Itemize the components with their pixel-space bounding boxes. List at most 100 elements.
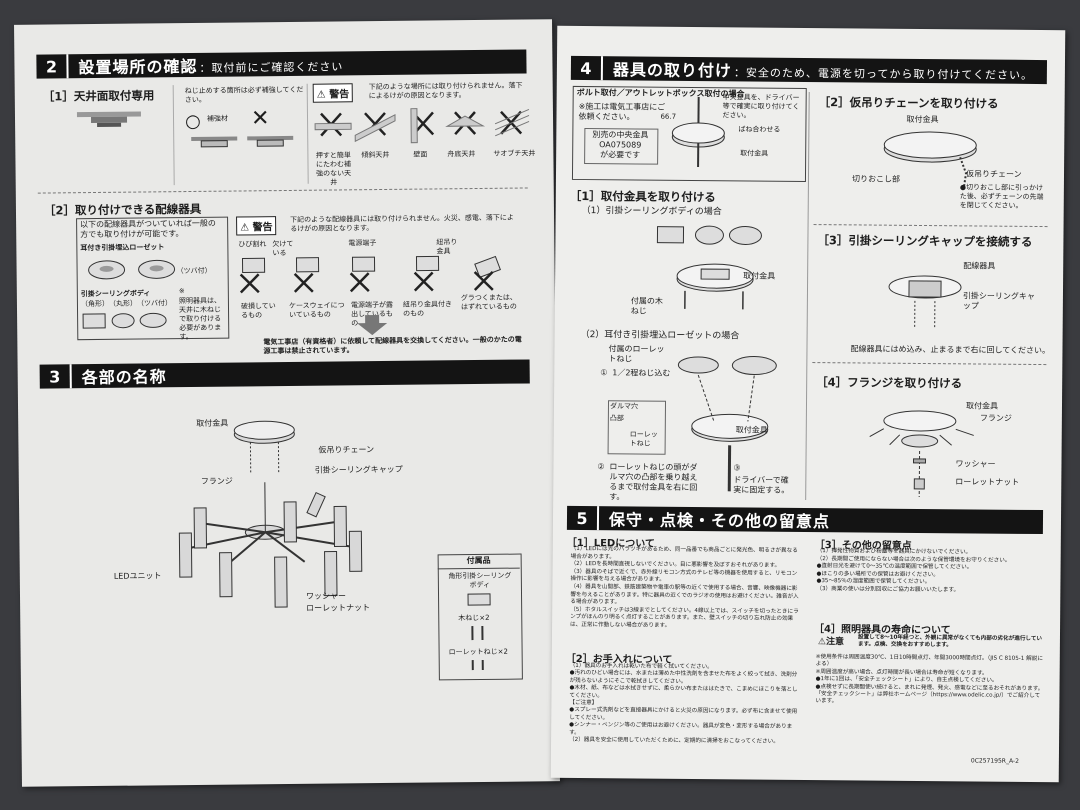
lifespan-notes: ※使用条件は周囲温度30℃、1日10時間点灯、年間3000時間点灯。（JIS C… [815, 654, 1043, 708]
step-1-text: 1／2程ねじ込む [612, 368, 671, 378]
bad-wiring-label: グラつくまたは、はずれているもの [460, 293, 517, 312]
screw-icon [471, 625, 484, 641]
care-notes: （1）器具のお手入れは乾いた布で軽く拭いてください。 ●汚れのひどい場合には、水… [569, 663, 802, 746]
washer-label: ワッシャー [955, 459, 996, 469]
section-divider [813, 224, 1048, 228]
shape-label: （角形） [80, 299, 109, 309]
care-note: （2）器具を安全に使用していただくために、定期的に清掃をおこなってください。 [569, 736, 779, 745]
step-4-heading: ［4］フランジを取り付ける [816, 375, 963, 391]
mount-label: 取付金具 [735, 425, 768, 435]
chain-hook-diagram [883, 131, 977, 188]
center-bracket-diagram [671, 97, 725, 168]
bad-wiring-diagram [239, 255, 501, 294]
part-label-chain: 仮吊りチェーン [318, 445, 375, 455]
warning-text: 下記のような場所には取り付けられません。落下によるけがの原因となります。 [368, 81, 523, 101]
warning-badge: ⚠ 警告 [236, 216, 277, 236]
ok-mark: ○ [184, 110, 201, 133]
flange-label: フランジ [979, 413, 1012, 423]
knurl-screw-label: ローレットねじ [629, 430, 658, 448]
step-1-sub2: （2）耳付き引掛埋込ローゼットの場合 [580, 330, 740, 342]
section-5-bar: 5 保守・点検・その他の留意点 [566, 505, 1044, 535]
rosette-diagram [88, 259, 176, 280]
step-3-text: ドライバーで確実に固定する。 [733, 475, 790, 495]
part-label-mount: 取付金具 [196, 418, 229, 428]
reinforce-diagram [191, 135, 294, 148]
step-1-sub1: （1）引掛シーリングボディの場合 [581, 206, 722, 218]
cap-connect-diagram [888, 275, 962, 328]
section-title: 器具の取り付け：安全のため、電源を切ってから取り付けてください。 [612, 60, 1034, 82]
rosette-mount-diagram [677, 356, 777, 492]
body-icon [467, 593, 491, 606]
ceiling-body-mount-diagram [656, 225, 762, 310]
step-2-text: ローレットねじの頭がダルマ穴の凸部を乗り越えるまで取付金具を右に回す。 [609, 462, 698, 502]
left-sheet: 2 設置場所の確認：取付前にご確認ください ［1］天井面取付専用 ねじ止めする箇… [14, 19, 560, 787]
bad-wiring-label: ケースウェイについているもの [288, 301, 345, 319]
document-code: 0C257195R_A-2 [970, 757, 1019, 765]
part-label-led: LEDユニット [113, 571, 162, 581]
screw-note: 照明器具は、天井に木ねじで取り付ける必要があります。 [178, 296, 222, 342]
step-2-marker: ② [597, 462, 605, 472]
allowed-wiring-text: 以下の配線器具がついていれば一般の方でも取り付けが可能です。 [80, 218, 216, 240]
bad-wiring-label: 紐吊り金具付きのもの [402, 300, 453, 318]
other-note: （3）商業の使いは分別回収にご協力お願いいたします。 [816, 586, 960, 594]
accessory-item: 木ねじ×2 [458, 613, 490, 623]
divider [306, 83, 309, 184]
section-number: 2 [36, 54, 69, 79]
sold-part-number: OA075089 [599, 140, 642, 150]
divider [172, 85, 175, 186]
led-note: （4）器具を山間部、鉄筋建築物や電車の駅等の近くで使用する場合、音響、映像機器に… [570, 583, 799, 606]
part-label-washer: ワッシャー [305, 591, 347, 601]
reinforce-label: 補強材 [206, 114, 229, 123]
step-3-heading: ［3］引掛シーリングキャップを接続する [817, 233, 1033, 249]
bad-location-label: 舟底天井 [447, 150, 476, 159]
rosette-label: 耳付き引掛埋込ローゼット [80, 243, 165, 253]
cap-note: 配線器具にはめ込み、止まるまで右に回してください。 [850, 344, 1051, 356]
ng-mark: ✕ [250, 106, 270, 132]
tsuba-label: （ツバ付） [176, 266, 212, 276]
step-1-heading: ［1］取付金具を取り付ける [569, 188, 716, 205]
notch-label: 切りおこし部 [851, 174, 901, 184]
section-divider [812, 362, 1047, 366]
step-3-marker: ③ [733, 463, 741, 473]
ceiling-body-diagram [82, 312, 167, 329]
bolt-note: ※施工は電気工事店にご依頼ください。 [578, 101, 666, 122]
wiring-heading: ［2］取り付けできる配線器具 [43, 201, 202, 218]
knurl-screw-icon [471, 659, 484, 671]
accessory-item: 角形引掛シーリングボディ [448, 571, 512, 590]
bracket-caption: 取付金具 [740, 149, 769, 158]
bad-location-label: サオブチ天井 [493, 149, 536, 158]
bad-location-label: 押すと簡単にたわむ補強のない天井 [315, 151, 352, 187]
flange-diagram [869, 410, 974, 497]
part-label-cap: 引掛シーリングキャップ [314, 464, 403, 475]
section-title: 保守・点検・その他の留意点 [608, 510, 831, 532]
bad-locations-diagram [314, 108, 530, 144]
bad-wiring-label: 破損しているもの [240, 302, 276, 320]
caution-badge: ⚠注意 [817, 637, 845, 648]
mount-label: 取付金具 [906, 114, 939, 125]
section-number: 3 [39, 364, 72, 389]
shape-label: （ツバ付） [136, 299, 172, 308]
sold-part-label: 別売の中央金具 [592, 130, 649, 140]
diagram-label: ひび割れ [238, 240, 267, 249]
bad-location-label: 壁面 [413, 150, 428, 159]
step-1-marker: ① [600, 368, 608, 378]
arrow-down-icon [357, 315, 388, 336]
section-divider [37, 187, 528, 194]
chain-note: ●切りおこし部に引っかけた後、必ずチェーンの先端を閉じてください。 [959, 183, 1044, 210]
accessory-item: ローレットねじ×2 [448, 647, 508, 657]
part-label-nut: ローレットナット [306, 603, 371, 613]
bracket-caption: ばね合わせる [738, 125, 781, 134]
reinforce-note: ねじ止めする箇所は必ず補強してください。 [184, 85, 304, 105]
bad-location-label: 傾斜天井 [361, 150, 390, 160]
other-notes: （1）揮発性物質および粉塵等を器具にかけないでください。 （2）長期間ご使用にな… [816, 548, 1044, 596]
section-2-bar: 2 設置場所の確認：取付前にご確認ください [36, 49, 527, 79]
knurl-label: 付属のローレットねじ [608, 344, 665, 364]
wood-screw-label: 付属の木ねじ [630, 296, 663, 316]
convex-label: 凸部 [609, 414, 624, 423]
nut-label: ローレットナット [955, 477, 1020, 487]
section-title: 設置場所の確認：取付前にご確認ください [78, 56, 344, 78]
lifespan-lead: 設置して8～10年経つと、外観に異常がなくても内部の劣化が進行しています。点検、… [857, 634, 1043, 649]
section-number: 5 [566, 505, 600, 531]
note-mark: ※ [178, 287, 185, 296]
warning-badge: ⚠ 警告 [312, 83, 354, 103]
